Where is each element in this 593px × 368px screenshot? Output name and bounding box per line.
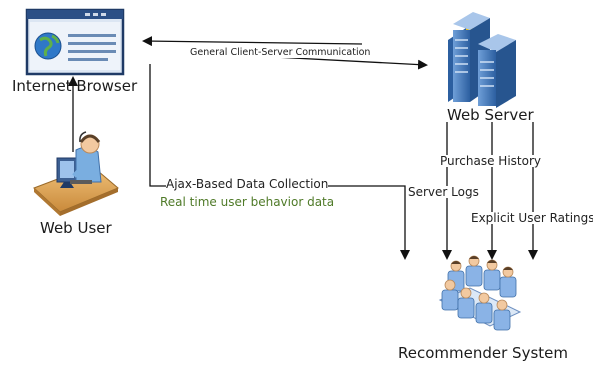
server-rack-icon — [448, 12, 516, 108]
explicit-ratings-label: Explicit User Ratings — [471, 211, 593, 225]
browser-window-icon — [25, 8, 125, 76]
browser-label: Internet Browser — [12, 77, 138, 95]
meeting-group-icon — [438, 255, 522, 331]
purchase-history-label: Purchase History — [440, 154, 541, 168]
client-server-label: General Client-Server Communication — [190, 47, 371, 58]
user-at-desk-icon — [33, 131, 119, 216]
ajax-sublabel: Real time user behavior data — [160, 195, 335, 209]
recommender-label: Recommender System — [398, 344, 568, 362]
server-logs-label: Server Logs — [408, 185, 479, 199]
client-server-link — [142, 36, 428, 70]
ajax-label: Ajax-Based Data Collection — [166, 177, 329, 191]
server-label: Web Server — [447, 106, 534, 124]
ajax-collection-arrow — [149, 64, 410, 260]
user-label: Web User — [40, 219, 112, 237]
